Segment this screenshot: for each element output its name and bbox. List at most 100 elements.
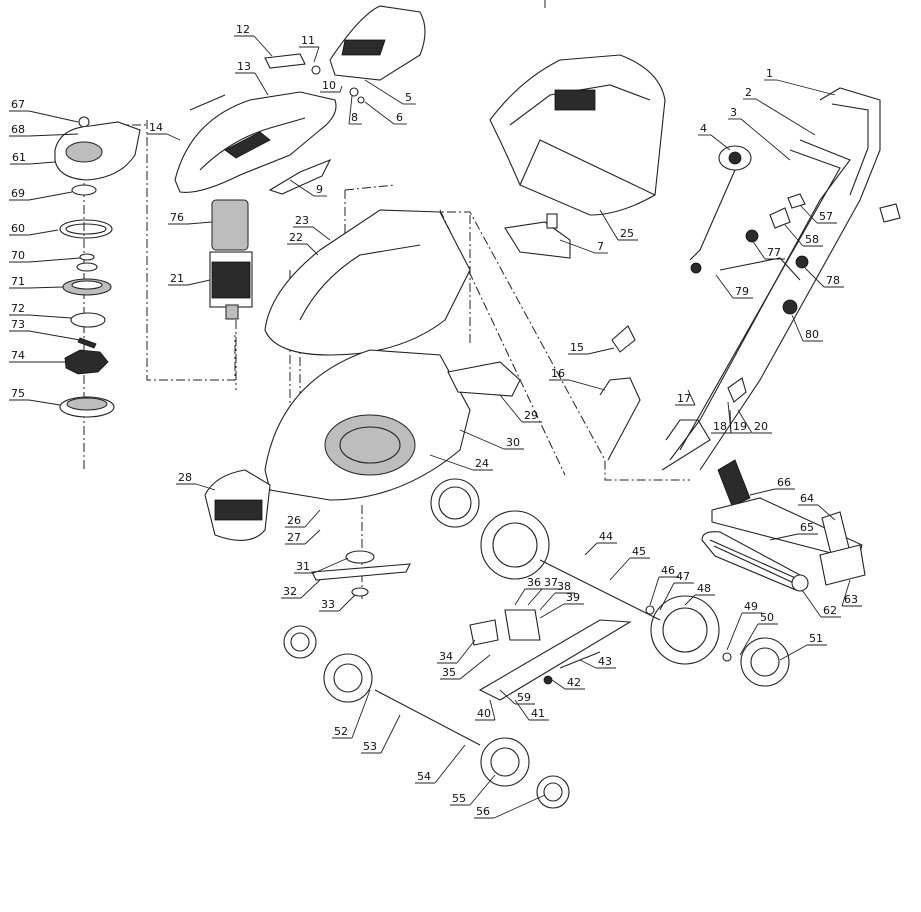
callout-leader-5 [364, 79, 404, 105]
callout-leader-3 [740, 118, 791, 161]
callout-leader-33 [338, 594, 356, 612]
part-number-41: 41 [531, 707, 545, 720]
callout-leader-77 [751, 239, 766, 260]
part-number-15: 15 [570, 341, 584, 354]
part-number-67: 67 [11, 98, 25, 111]
part-number-45: 45 [632, 545, 646, 558]
callout-leader-70 [28, 257, 81, 263]
blade-parts [311, 550, 411, 597]
part-number-17: 17 [677, 392, 691, 405]
callout-leader-17 [687, 389, 696, 406]
part-number-26: 26 [287, 514, 301, 527]
part-number-16: 16 [551, 367, 565, 380]
part-number-44: 44 [599, 530, 613, 543]
part-number-28: 28 [178, 471, 192, 484]
part-number-27: 27 [287, 531, 301, 544]
part-number-12: 12 [236, 23, 250, 36]
callout-leader-4 [710, 134, 731, 151]
part-number-56: 56 [476, 805, 490, 818]
callout-leader-75 [28, 399, 61, 406]
part-number-63: 63 [844, 593, 858, 606]
part-number-48: 48 [697, 582, 711, 595]
callout-leader-14 [166, 133, 181, 141]
callout-leader-78 [804, 267, 825, 288]
callout-leader-32 [300, 579, 321, 599]
callout-leader-62 [801, 589, 822, 618]
leader-lines [9, 35, 862, 819]
callout-leader-51 [779, 644, 808, 661]
part-number-66: 66 [777, 476, 791, 489]
part-number-24: 24 [475, 457, 489, 470]
callout-leader-53 [380, 714, 401, 754]
part-number-42: 42 [567, 676, 581, 689]
part-number-11: 11 [301, 34, 315, 47]
callout-leader-50 [739, 623, 759, 656]
callout-leader-38 [539, 592, 556, 611]
callout-leader-65 [769, 533, 799, 541]
callout-leader-9 [289, 179, 315, 197]
callout-leader-34 [456, 639, 476, 664]
motor-cover-parts [174, 53, 337, 320]
part-number-51: 51 [809, 632, 823, 645]
callout-leader-13 [254, 72, 269, 96]
callout-leader-30 [459, 429, 505, 450]
callout-leader-29 [499, 394, 523, 423]
part-number-65: 65 [800, 521, 814, 534]
callout-leader-59 [499, 689, 516, 705]
part-number-25: 25 [620, 227, 634, 240]
part-number-19: 19 [733, 420, 747, 433]
callout-leader-24 [429, 454, 474, 471]
part-number-79: 79 [735, 285, 749, 298]
callout-leader-12 [253, 35, 273, 57]
part-number-14: 14 [149, 121, 163, 134]
part-number-21: 21 [170, 272, 184, 285]
callout-leader-27 [304, 529, 321, 545]
part-number-40: 40 [477, 707, 491, 720]
callout-leader-56 [493, 794, 546, 819]
part-number-37: 37 [544, 576, 558, 589]
deck-parts [204, 209, 521, 541]
part-number-8: 8 [351, 111, 358, 124]
callout-leader-52 [351, 689, 371, 739]
callout-leader-45 [609, 557, 631, 581]
callout-leader-58 [784, 224, 804, 247]
part-number-39: 39 [566, 591, 580, 604]
motor-stack-parts [54, 116, 141, 418]
part-number-76: 76 [170, 211, 184, 224]
part-number-62: 62 [823, 604, 837, 617]
roller-parts [701, 459, 866, 592]
part-number-47: 47 [676, 570, 690, 583]
callout-leader-69 [28, 191, 73, 201]
callout-leader-22 [306, 243, 319, 256]
callout-leader-31 [313, 557, 349, 574]
callout-leader-46 [649, 576, 660, 606]
part-number-9: 9 [316, 183, 323, 196]
part-number-35: 35 [442, 666, 456, 679]
part-number-46: 46 [661, 564, 675, 577]
part-number-80: 80 [805, 328, 819, 341]
part-number-59: 59 [517, 691, 531, 704]
callout-leader-25 [599, 209, 619, 241]
callout-leader-1 [776, 79, 836, 96]
part-number-7: 7 [597, 240, 604, 253]
part-number-3: 3 [730, 106, 737, 119]
part-number-30: 30 [506, 436, 520, 449]
callout-leader-10 [339, 85, 343, 93]
part-number-32: 32 [283, 585, 297, 598]
callout-leader-66 [749, 488, 776, 496]
wheel-parts [283, 478, 790, 809]
part-number-75: 75 [11, 387, 25, 400]
callout-leader-19 [729, 409, 732, 434]
part-number-71: 71 [11, 275, 25, 288]
callout-leader-28 [195, 483, 216, 491]
part-number-53: 53 [363, 740, 377, 753]
part-number-61: 61 [12, 151, 26, 164]
part-number-29: 29 [524, 409, 538, 422]
callout-leader-36 [514, 588, 526, 606]
callout-leader-8 [348, 95, 353, 125]
part-number-33: 33 [321, 598, 335, 611]
part-number-1: 1 [766, 67, 773, 80]
callout-leader-21 [187, 279, 211, 286]
callout-leader-2 [755, 98, 816, 136]
